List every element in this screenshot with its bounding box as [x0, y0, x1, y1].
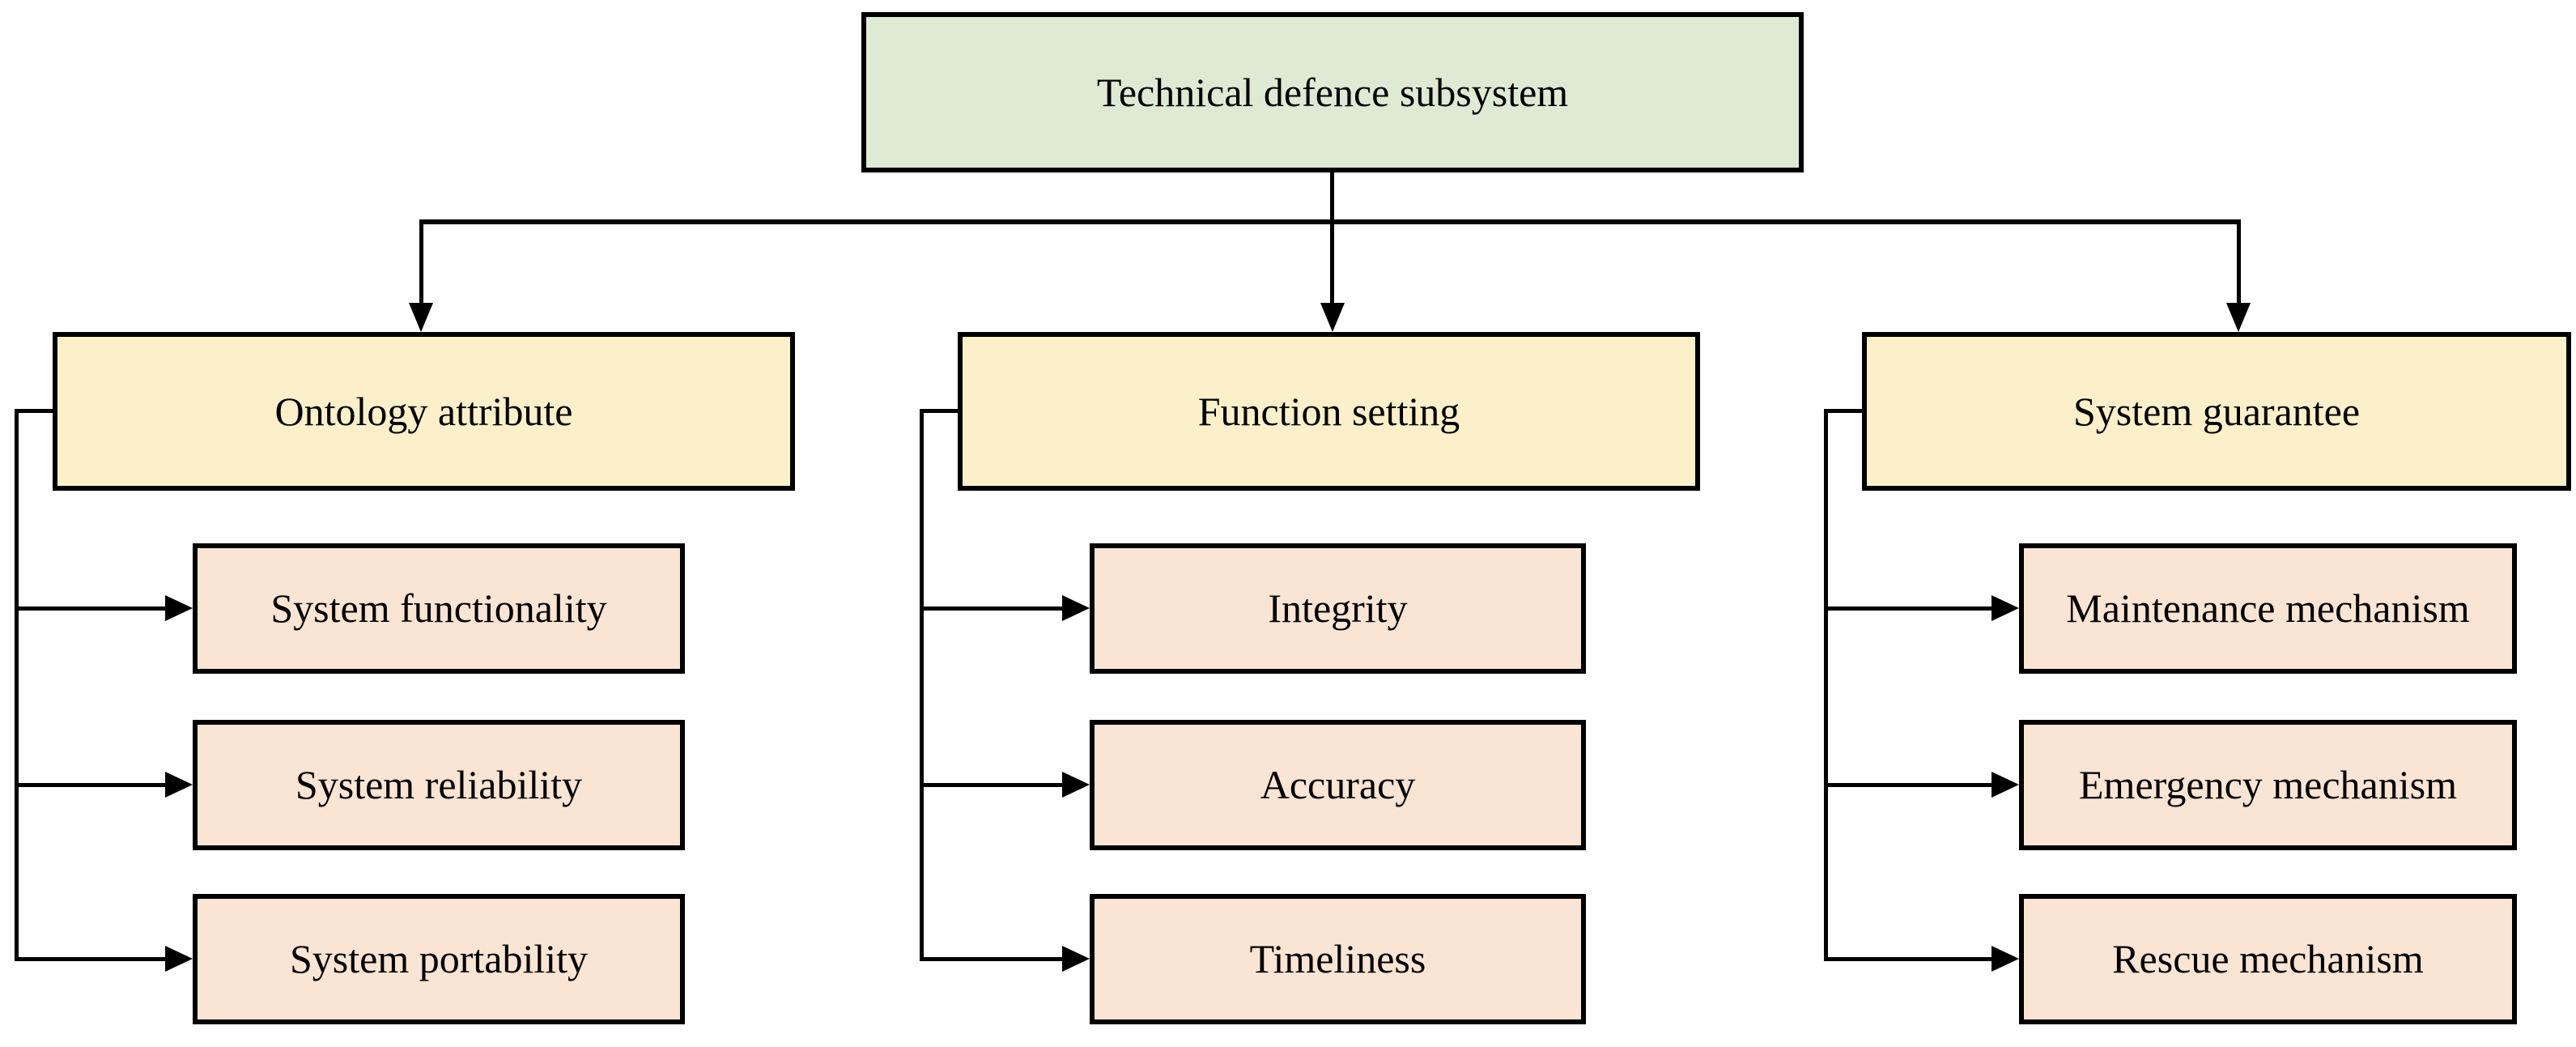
- arrowhead-right-icon: [165, 946, 193, 972]
- connector-stub-line: [920, 409, 958, 413]
- connector-rail-line: [15, 409, 19, 960]
- node-label: Ontology attribute: [274, 388, 573, 434]
- node-label: Function setting: [1197, 388, 1460, 434]
- node-integrity: Integrity: [1090, 543, 1586, 674]
- node-label: System guarantee: [2072, 388, 2361, 434]
- connector-branch-line: [920, 957, 1062, 961]
- arrowhead-right-icon: [1992, 946, 2019, 972]
- node-label: Integrity: [1268, 585, 1408, 631]
- arrowhead-right-icon: [1062, 595, 1090, 621]
- node-label: Technical defence subsystem: [1096, 69, 1569, 115]
- node-timeliness: Timeliness: [1090, 894, 1586, 1024]
- node-label: Rescue mechanism: [2112, 936, 2424, 981]
- connector-stub-line: [15, 409, 53, 413]
- node-system-functionality: System functionality: [193, 543, 685, 674]
- connector-branch-line: [920, 783, 1062, 787]
- node-label: System functionality: [270, 585, 607, 631]
- node-system-reliability: System reliability: [193, 720, 685, 850]
- arrowhead-right-icon: [165, 595, 193, 621]
- arrowhead-right-icon: [1992, 595, 2019, 621]
- node-label: Accuracy: [1260, 762, 1416, 807]
- connector-branch-line: [15, 957, 165, 961]
- node-accuracy: Accuracy: [1090, 720, 1586, 850]
- node-label: System portability: [289, 936, 589, 981]
- arrowhead-right-icon: [1062, 946, 1090, 972]
- node-technical-defence-subsystem: Technical defence subsystem: [861, 12, 1804, 172]
- node-label: System reliability: [295, 762, 583, 807]
- connector-rail-line: [920, 409, 924, 960]
- connector-branch-line: [1824, 606, 1992, 611]
- node-function-setting: Function setting: [958, 332, 1700, 491]
- connector-branch-line: [15, 606, 165, 611]
- node-ontology-attribute: Ontology attribute: [53, 332, 795, 491]
- connector-rail-line: [1824, 409, 1828, 960]
- node-system-guarantee: System guarantee: [1862, 332, 2571, 491]
- connector-branch-line: [15, 783, 165, 787]
- connector-branch-line: [1824, 957, 1992, 961]
- node-emergency-mechanism: Emergency mechanism: [2019, 720, 2517, 850]
- connector-branch-line: [920, 606, 1062, 611]
- connector-header-line: [419, 219, 2241, 224]
- arrowhead-down-icon: [2226, 303, 2251, 332]
- node-rescue-mechanism: Rescue mechanism: [2019, 894, 2517, 1024]
- arrowhead-right-icon: [1992, 772, 2019, 798]
- node-label: Maintenance mechanism: [2066, 585, 2470, 631]
- connector-branch-line: [1824, 783, 1992, 787]
- connector-right-drop-line: [2237, 219, 2241, 304]
- node-system-portability: System portability: [193, 894, 685, 1024]
- node-label: Emergency mechanism: [2079, 762, 2457, 807]
- connector-root-drop-line: [1330, 172, 1334, 304]
- node-label: Timeliness: [1249, 936, 1426, 981]
- connector-left-drop-line: [419, 219, 423, 304]
- arrowhead-right-icon: [1062, 772, 1090, 798]
- arrowhead-down-icon: [1320, 303, 1345, 332]
- arrowhead-right-icon: [165, 772, 193, 798]
- node-maintenance-mechanism: Maintenance mechanism: [2019, 543, 2517, 674]
- connector-stub-line: [1824, 409, 1862, 413]
- arrowhead-down-icon: [409, 303, 433, 332]
